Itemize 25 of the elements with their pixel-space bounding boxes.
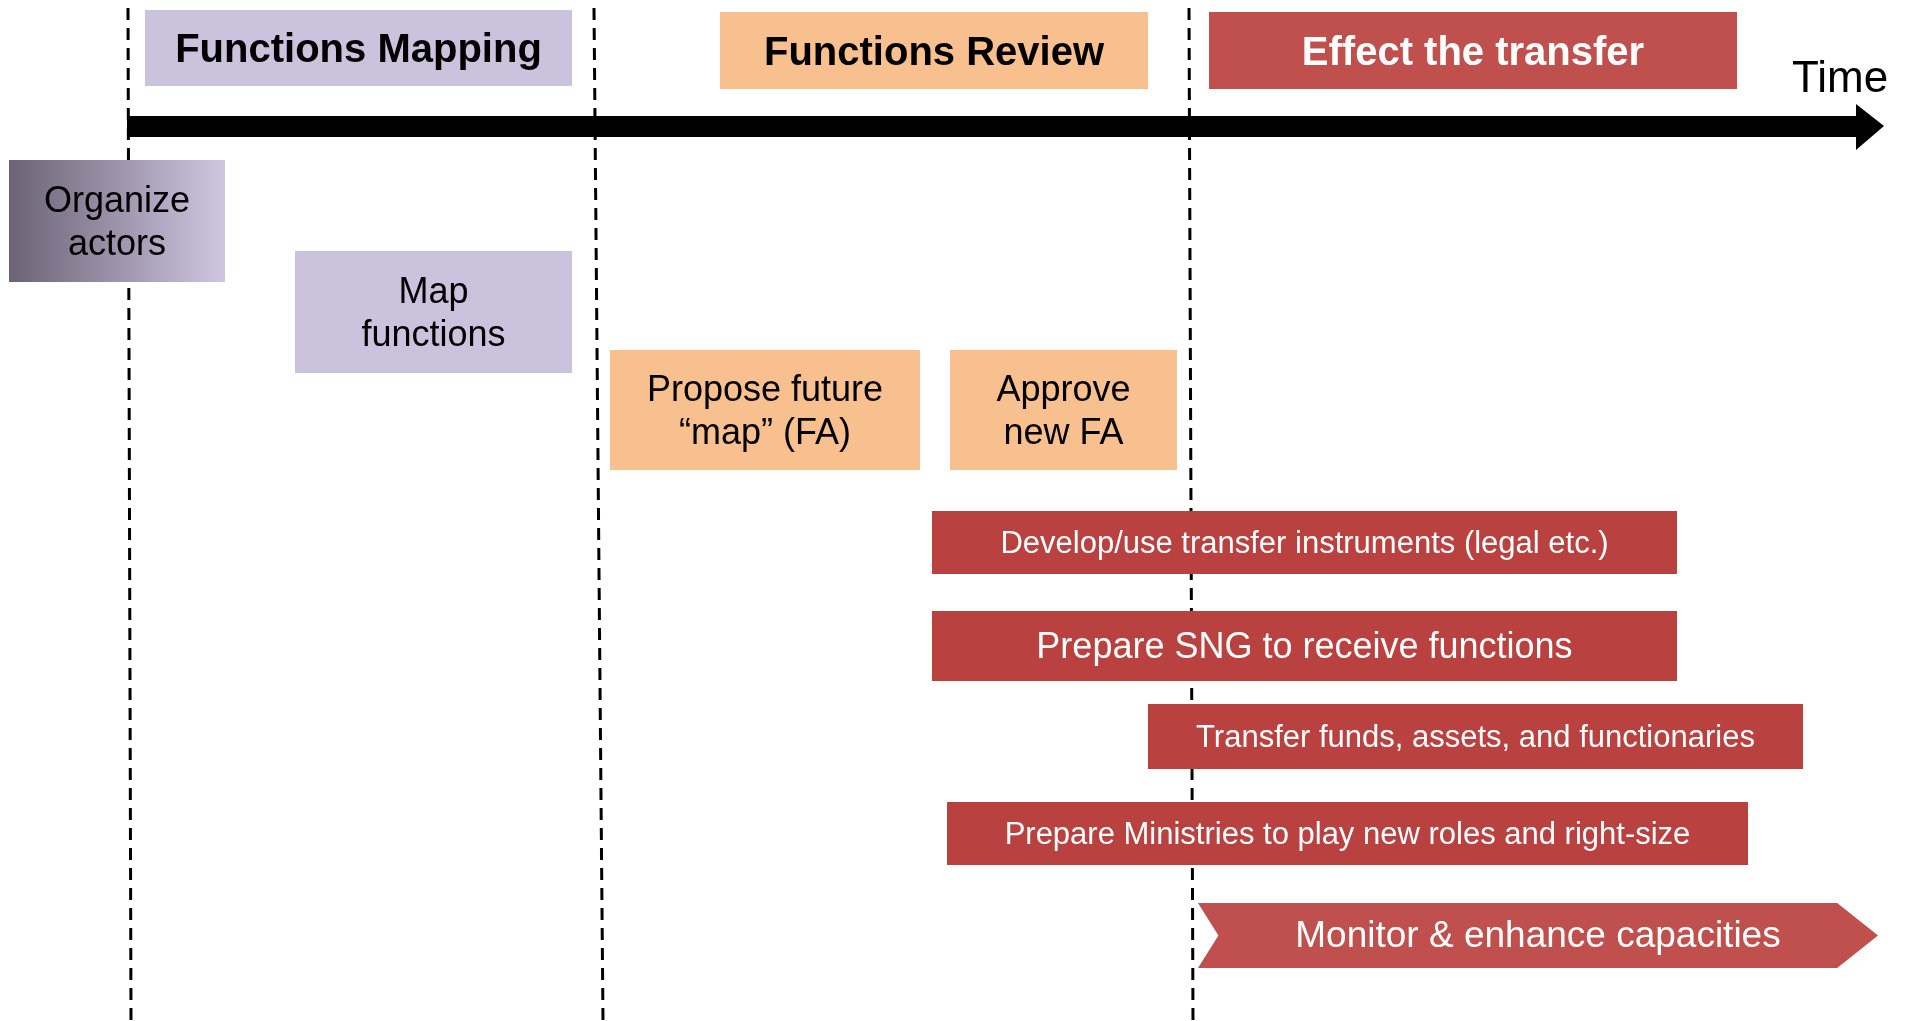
task-bar <box>932 611 1677 681</box>
arrow-bar <box>1198 903 1878 968</box>
task-bar <box>1148 704 1803 769</box>
task-box <box>295 251 572 373</box>
task-box <box>9 160 225 282</box>
phase-title: Functions Mapping <box>175 25 542 72</box>
task-label: Approve new FA <box>995 366 1132 454</box>
task-label: Prepare SNG to receive functions <box>1036 624 1573 668</box>
task-box <box>610 350 920 470</box>
task-label: Transfer funds, assets, and functionaries <box>1196 717 1755 756</box>
task-bar <box>947 802 1748 865</box>
task-box <box>950 350 1177 470</box>
task-label: Propose future “map” (FA) <box>645 366 885 454</box>
phase-title: Functions Review <box>763 27 1105 75</box>
task-bar <box>932 511 1677 574</box>
phase-title: Effect the transfer <box>1301 27 1645 75</box>
phase-header <box>1209 12 1737 89</box>
task-label: Map functions <box>360 268 507 356</box>
phase-header <box>145 10 572 86</box>
phase-header <box>720 12 1148 89</box>
axis-label: Time <box>1792 52 1889 102</box>
task-label: Organize actors <box>42 177 192 265</box>
task-label: Prepare Ministries to play new roles and right-size <box>1004 814 1691 853</box>
task-label: Develop/use transfer instruments (legal etc.) <box>1000 523 1609 562</box>
task-label: Monitor & enhance capacities <box>1295 913 1781 958</box>
